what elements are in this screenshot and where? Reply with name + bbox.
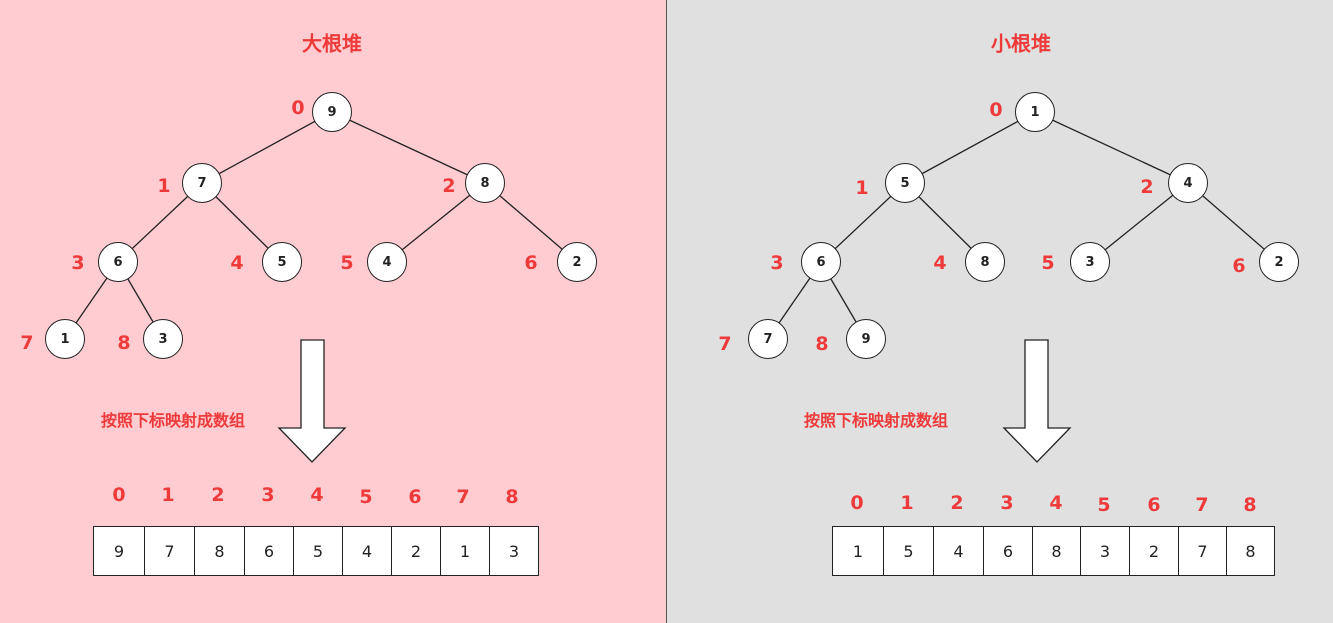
edge-0-1 [904,111,1036,184]
tree-node-0: 9 [312,92,352,132]
array-index-6: 6 [408,486,422,508]
array-index-3: 3 [261,484,275,506]
array-index-5: 5 [359,486,373,508]
tree-node-1: 5 [885,163,925,203]
tree-node-3: 6 [98,242,138,282]
heap-array: 9 7 8 6 5 4 2 1 3 [93,526,539,576]
tree-node-7: 1 [45,319,85,359]
array-index-1: 1 [161,484,175,506]
array-cell: 8 [1032,527,1080,575]
down-arrow [1002,339,1072,463]
mapping-caption: 按照下标映射成数组 [101,411,246,430]
array-index-0: 0 [112,484,126,506]
node-index-4: 4 [230,252,244,274]
node-index-3: 3 [770,252,784,274]
array-index-5: 5 [1097,494,1111,516]
array-cell: 2 [1129,527,1178,575]
node-index-8: 8 [815,333,829,355]
array-cell: 8 [1226,527,1274,575]
node-index-2: 2 [442,175,456,197]
tree-node-2: 8 [465,163,505,203]
array-index-2: 2 [211,484,225,506]
edge-0-2 [331,111,486,184]
array-index-7: 7 [1195,494,1209,516]
node-index-5: 5 [340,252,354,274]
tree-node-4: 5 [262,242,302,282]
node-index-6: 6 [1232,255,1246,277]
array-cell: 6 [983,527,1032,575]
array-cell: 3 [1080,527,1129,575]
node-index-1: 1 [855,177,869,199]
edge-0-1 [201,111,333,184]
edge-0-2 [1034,111,1189,184]
node-index-6: 6 [524,252,538,274]
node-index-0: 0 [291,97,305,119]
array-cell: 5 [293,527,342,575]
array-cell: 2 [391,527,440,575]
node-index-3: 3 [71,252,85,274]
array-cell: 7 [144,527,194,575]
tree-node-0: 1 [1015,92,1055,132]
node-index-4: 4 [933,252,947,274]
array-cell: 9 [113,541,125,561]
array-cell: 8 [194,527,244,575]
node-index-7: 7 [718,333,732,355]
array-cell: 3 [489,527,538,575]
node-index-7: 7 [20,332,34,354]
array-index-0: 0 [850,492,864,514]
array-index-2: 2 [950,492,964,514]
tree-node-6: 2 [1259,242,1299,282]
max-heap-panel: 大根堆 9 7 8 6 5 4 2 1 3 0 1 2 3 4 5 6 7 8 … [0,0,666,623]
array-index-4: 4 [310,484,324,506]
array-index-8: 8 [1243,494,1257,516]
tree-node-8: 3 [143,319,183,359]
mapping-caption: 按照下标映射成数组 [804,411,949,430]
node-index-0: 0 [989,99,1003,121]
tree-node-3: 6 [801,242,841,282]
array-index-8: 8 [505,486,519,508]
down-arrow [277,339,347,463]
array-cell: 1 [852,541,864,561]
min-heap-panel: 小根堆 1 5 4 6 8 3 2 7 9 0 1 2 3 4 5 6 7 8 … [666,0,1333,623]
node-index-2: 2 [1140,176,1154,198]
array-cell: 1 [440,527,489,575]
tree-node-6: 2 [557,242,597,282]
tree-node-5: 4 [367,242,407,282]
tree-node-1: 7 [182,163,222,203]
tree-node-5: 3 [1070,242,1110,282]
array-index-7: 7 [456,486,470,508]
node-index-8: 8 [117,332,131,354]
node-index-5: 5 [1041,252,1055,274]
tree-node-2: 4 [1168,163,1208,203]
tree-node-4: 8 [965,242,1005,282]
array-cell: 5 [883,527,933,575]
array-cell: 6 [244,527,293,575]
array-index-1: 1 [900,492,914,514]
max-heap-title: 大根堆 [302,31,362,56]
array-index-4: 4 [1049,492,1063,514]
node-index-1: 1 [157,175,171,197]
array-cell: 4 [342,527,391,575]
heap-array: 1 5 4 6 8 3 2 7 8 [832,526,1275,576]
array-cell: 4 [933,527,983,575]
min-heap-title: 小根堆 [991,31,1051,56]
tree-node-7: 7 [748,319,788,359]
array-index-6: 6 [1147,494,1161,516]
array-index-3: 3 [1000,492,1014,514]
tree-node-8: 9 [846,319,886,359]
array-cell: 7 [1178,527,1226,575]
